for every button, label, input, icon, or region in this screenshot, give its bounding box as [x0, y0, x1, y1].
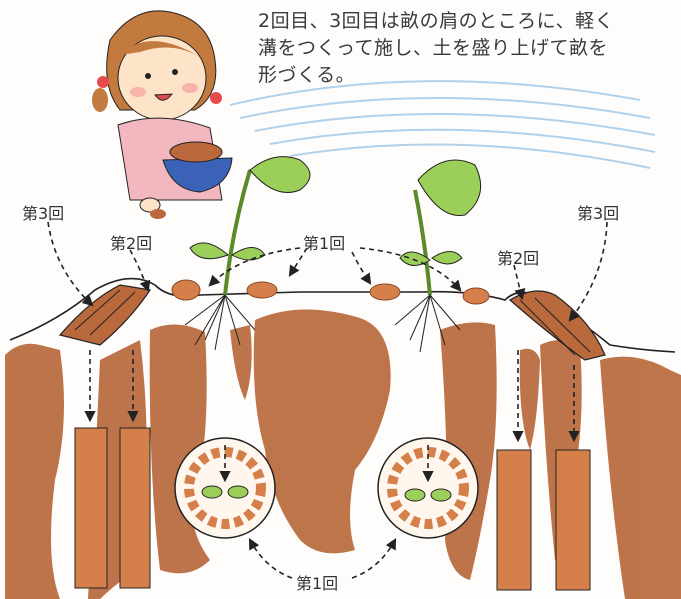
fertilizer-columns: [74, 427, 591, 591]
right-ridge-fertilizer: [508, 290, 606, 361]
plant-right: [394, 159, 482, 353]
label-second-right: 第2回: [497, 249, 540, 268]
caption-line-3: 形づくる。: [258, 64, 356, 86]
caption-text: 2回目、3回目は畝の肩のところに、軽く 溝をつくって施し、土を盛り上げて畝を 形…: [258, 8, 673, 89]
caption-line-1: 2回目、3回目は畝の肩のところに、軽く: [258, 10, 615, 32]
left-ridge-fertilizer: [58, 284, 152, 346]
arrows: [47, 221, 608, 579]
girl-illustration: [92, 10, 233, 219]
caption-line-2: 溝をつくって施し、土を盛り上げて畝を: [258, 37, 609, 59]
label-third-left: 第3回: [22, 204, 65, 223]
label-first-top: 第1回: [303, 234, 346, 253]
soil-profile: [5, 309, 681, 599]
plant-left: [184, 156, 311, 351]
wind-streaks: [229, 80, 656, 169]
label-second-left: 第2回: [110, 234, 153, 253]
section-right: [377, 437, 479, 539]
section-left: [174, 437, 276, 539]
surface-fertilizer: [171, 279, 490, 305]
label-third-right: 第3回: [577, 204, 620, 223]
ground-line: [9, 277, 676, 353]
label-first-bottom: 第1回: [296, 574, 339, 593]
